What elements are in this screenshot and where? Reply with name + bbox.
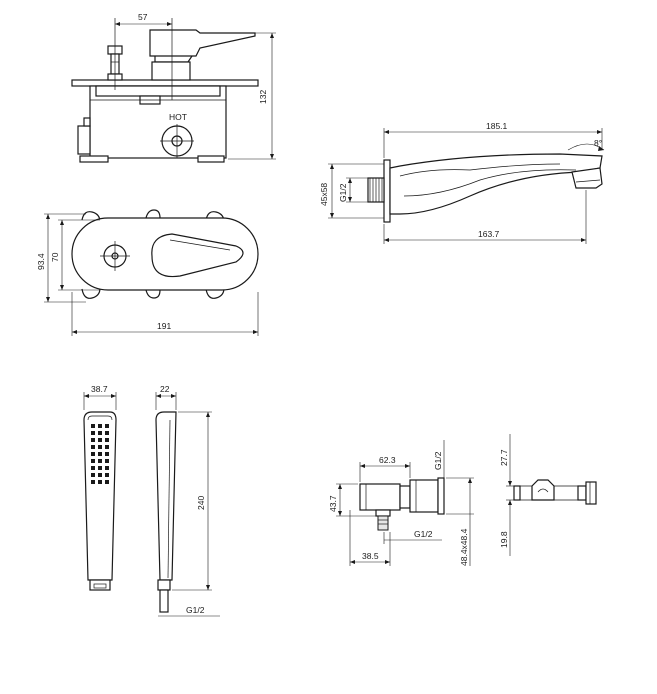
- dim-hand-shower-length: 240: [196, 496, 206, 510]
- dim-spout-angle: 8°: [594, 138, 602, 148]
- label-hot: HOT: [169, 112, 187, 122]
- nozzle-dot: [98, 466, 102, 470]
- dim-plate-width: 191: [157, 321, 171, 331]
- nozzle-dot: [105, 473, 109, 477]
- dim-plate-height-outer: 93.4: [36, 253, 46, 270]
- dim-outlet-thread-side: G1/2: [433, 451, 443, 470]
- dim-spout-length: 185.1: [486, 121, 508, 131]
- dim-holder-bottom: 19.8: [499, 531, 509, 548]
- dim-mixer-top-width: 57: [138, 12, 148, 22]
- nozzle-dot: [98, 445, 102, 449]
- nozzle-dot: [98, 473, 102, 477]
- nozzle-dot: [105, 438, 109, 442]
- dim-outlet-thread-bottom: G1/2: [414, 529, 433, 539]
- dim-outlet-flange: 48.4x48.4: [459, 528, 469, 566]
- hand-shower-side: 22 240 G1/2: [155, 384, 220, 617]
- nozzle-dot: [98, 431, 102, 435]
- nozzle-dot: [105, 431, 109, 435]
- dim-spout-thread: G1/2: [338, 183, 348, 202]
- spout-view: 185.1 8° 163.7 45x58 G1/2: [319, 121, 605, 244]
- dim-spout-section: 45x58: [319, 183, 329, 206]
- nozzle-dot: [91, 452, 95, 456]
- nozzle-dot: [91, 459, 95, 463]
- nozzle-dot: [105, 480, 109, 484]
- shower-holder-view: 27.7 19.8: [499, 434, 597, 556]
- dim-spout-bottom-length: 163.7: [478, 229, 500, 239]
- wall-outlet-view: 62.3 43.7 G1/2 G1/2 38.5 48.4x48.4: [328, 440, 474, 566]
- nozzle-dot: [98, 424, 102, 428]
- nozzle-dot: [105, 452, 109, 456]
- mixer-front-view: 57 132 HOT: [71, 12, 276, 163]
- nozzle-dot: [105, 459, 109, 463]
- dim-plate-height-inner: 70: [50, 252, 60, 262]
- dim-holder-top: 27.7: [499, 449, 509, 466]
- nozzle-dot: [98, 480, 102, 484]
- dim-mixer-height: 132: [258, 90, 268, 104]
- nozzle-dot: [91, 445, 95, 449]
- nozzle-dot: [98, 452, 102, 456]
- dim-hand-shower-depth: 22: [160, 384, 170, 394]
- dim-hand-shower-thread: G1/2: [186, 605, 205, 615]
- dim-outlet-height: 43.7: [328, 495, 338, 512]
- dim-hand-shower-width: 38.7: [91, 384, 108, 394]
- nozzle-dot: [91, 424, 95, 428]
- nozzle-dot: [105, 424, 109, 428]
- nozzle-dot: [98, 459, 102, 463]
- nozzle-dot: [91, 438, 95, 442]
- dim-outlet-length: 62.3: [379, 455, 396, 465]
- hand-shower-front: 38.7: [83, 384, 117, 591]
- nozzle-dot: [91, 480, 95, 484]
- mixer-plate-view: 93.4 70 191: [36, 209, 259, 336]
- nozzle-dot: [91, 473, 95, 477]
- nozzle-dot: [98, 438, 102, 442]
- nozzle-dot: [91, 466, 95, 470]
- shower-nozzles: [91, 424, 109, 484]
- nozzle-dot: [105, 466, 109, 470]
- dim-outlet-bottom-width: 38.5: [362, 551, 379, 561]
- nozzle-dot: [105, 445, 109, 449]
- nozzle-dot: [91, 431, 95, 435]
